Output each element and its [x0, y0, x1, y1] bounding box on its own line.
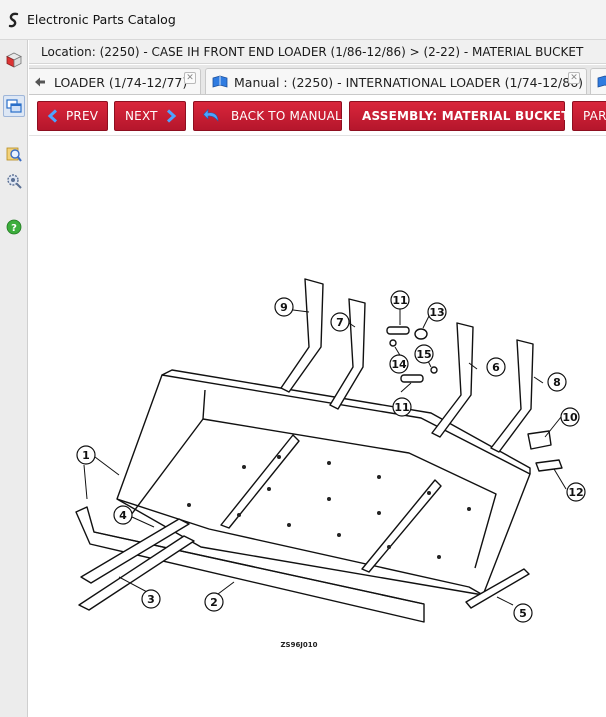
- catalog-cube-icon[interactable]: [3, 49, 25, 71]
- callout-label[interactable]: 14: [391, 358, 407, 371]
- back-arrow-icon[interactable]: [34, 76, 48, 88]
- close-icon[interactable]: ✕: [568, 72, 580, 84]
- callout-circle[interactable]: [390, 290, 410, 310]
- callout-label[interactable]: 6: [492, 361, 500, 374]
- prev-button[interactable]: PREV: [37, 101, 108, 131]
- callout-label[interactable]: 10: [562, 411, 578, 424]
- callout-circle[interactable]: [204, 592, 224, 612]
- callout-circle[interactable]: [513, 603, 533, 623]
- callout-circle[interactable]: [392, 397, 412, 417]
- callout-circle[interactable]: [566, 482, 586, 502]
- bushing-13: [414, 328, 428, 340]
- tab-strip: LOADER (1/74-12/77) ✕ Manual : (2250) - …: [29, 65, 606, 95]
- callout-circle[interactable]: [141, 589, 161, 609]
- prev-label: PREV: [66, 109, 99, 123]
- settings-search-icon[interactable]: [3, 170, 25, 192]
- callout-circle[interactable]: [76, 445, 96, 465]
- left-sidebar: ?: [0, 40, 28, 717]
- book-icon: [597, 75, 606, 89]
- callout-circle[interactable]: [274, 297, 294, 317]
- tab-label: LOADER (1/74-12/77): [54, 74, 188, 90]
- next-button[interactable]: NEXT: [114, 101, 186, 131]
- callout-label[interactable]: 12: [568, 486, 583, 499]
- callout-label[interactable]: 1: [82, 449, 90, 462]
- callout-circle[interactable]: [414, 344, 434, 364]
- figure-code: ZS96J010: [280, 641, 317, 649]
- app-logo-icon: [4, 10, 24, 30]
- back-to-manual-label: BACK TO MANUAL: [231, 109, 342, 123]
- svg-text:?: ?: [11, 223, 17, 234]
- parts-label: PAR: [583, 109, 606, 123]
- callout-circle[interactable]: [486, 357, 506, 377]
- callout-label[interactable]: 13: [429, 306, 444, 319]
- location-breadcrumb: Location: (2250) - CASE IH FRONT END LOA…: [29, 40, 606, 64]
- navigation-toolbar: PREV NEXT BACK TO MANUAL ASSEMBLY: MATER…: [29, 96, 606, 136]
- parts-button[interactable]: PAR: [572, 101, 606, 131]
- bolt-15: [430, 366, 438, 374]
- callout-circle[interactable]: [560, 407, 580, 427]
- return-arrow-icon: [203, 108, 221, 124]
- divider-right: [361, 479, 442, 573]
- strap-4: [80, 518, 190, 584]
- callout-circle[interactable]: [547, 372, 567, 392]
- back-to-manual-button[interactable]: BACK TO MANUAL: [193, 101, 342, 131]
- search-doc-icon[interactable]: [3, 143, 25, 165]
- callout-circle[interactable]: [427, 302, 447, 322]
- callout-label[interactable]: 11: [392, 294, 407, 307]
- callout-label[interactable]: 2: [210, 596, 218, 609]
- callout-label[interactable]: 9: [280, 301, 288, 314]
- help-icon[interactable]: ?: [3, 216, 25, 238]
- assembly-button[interactable]: ASSEMBLY: MATERIAL BUCKET: [349, 101, 569, 131]
- callout-label[interactable]: 3: [147, 593, 155, 606]
- next-label: NEXT: [125, 109, 158, 123]
- strap-3: [78, 535, 195, 611]
- window-title-bar: Electronic Parts Catalog: [0, 0, 606, 40]
- bracket-6: [431, 322, 474, 438]
- callout-label[interactable]: 15: [416, 348, 431, 361]
- close-icon[interactable]: ✕: [184, 72, 196, 84]
- pin-11-top: [386, 326, 410, 335]
- app-title: Electronic Parts Catalog: [27, 12, 176, 27]
- callout-circle[interactable]: [330, 312, 350, 332]
- callout-label[interactable]: 7: [336, 316, 344, 329]
- part-12: [535, 459, 563, 472]
- bolt-14: [389, 339, 397, 347]
- pin-11-bottom: [400, 374, 424, 383]
- callout-circle[interactable]: [389, 354, 409, 374]
- location-text: Location: (2250) - CASE IH FRONT END LOA…: [41, 44, 584, 59]
- assembly-label: ASSEMBLY: MATERIAL BUCKET: [362, 109, 570, 123]
- tab-manual[interactable]: Manual : (2250) - INTERNATIONAL LOADER (…: [205, 68, 587, 94]
- bracket-9: [280, 278, 324, 393]
- tab-loader[interactable]: LOADER (1/74-12/77) ✕: [29, 68, 201, 94]
- callout-circle[interactable]: [113, 505, 133, 525]
- callout-label[interactable]: 5: [519, 607, 527, 620]
- callout-label[interactable]: 4: [119, 509, 127, 522]
- tab-label: Manual : (2250) - INTERNATIONAL LOADER (…: [234, 74, 584, 90]
- book-icon: [212, 75, 228, 89]
- bracket-8: [490, 339, 534, 453]
- part-10: [527, 430, 552, 450]
- windows-icon[interactable]: [3, 95, 25, 117]
- tab-partial[interactable]: [590, 68, 606, 94]
- callout-label[interactable]: 8: [553, 376, 561, 389]
- callout-label[interactable]: 11: [394, 401, 409, 414]
- bracket-7: [329, 298, 366, 410]
- chevron-right-icon: [165, 109, 177, 123]
- chevron-left-icon: [47, 109, 59, 123]
- strap-5: [465, 568, 530, 609]
